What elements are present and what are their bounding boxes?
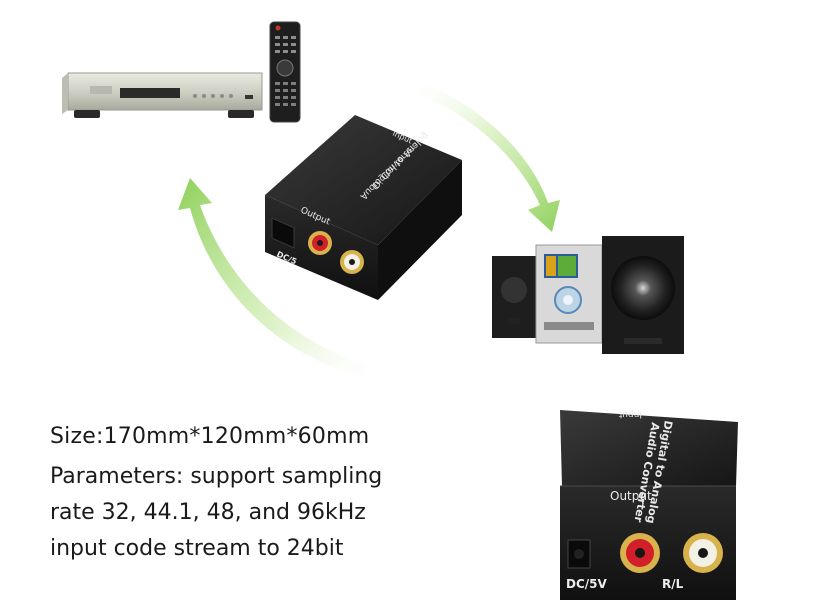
dvd-player [62, 72, 263, 118]
closeup-input-label: Input [618, 409, 642, 419]
remote-control [269, 21, 301, 123]
closeup-output-label: Output [610, 489, 652, 503]
hifi-system [492, 236, 684, 354]
cycle-arrows [178, 78, 560, 382]
closeup-channel-label: R/L [662, 577, 684, 591]
size-spec: Size:170mm*120mm*60mm [50, 424, 370, 449]
converter-closeup: Input Digital to Analog Audio Converter … [560, 409, 738, 600]
converter-box: Input Digital to Analog Audio Converter … [265, 115, 462, 300]
params-line-1: Parameters: support sampling [50, 464, 383, 489]
params-line-3: input code stream to 24bit [50, 536, 344, 561]
params-line-2: rate 32, 44.1, 48, and 96kHz [50, 500, 366, 525]
closeup-power-label: DC/5V [566, 577, 608, 591]
